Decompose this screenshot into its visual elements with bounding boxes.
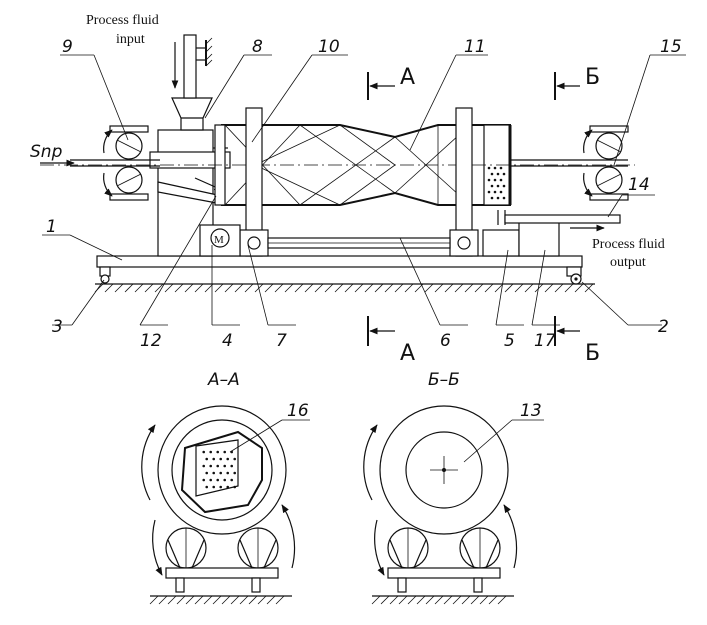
callout-8: 8	[252, 37, 263, 57]
section-cut-b	[554, 72, 580, 346]
ground-hatch	[94, 283, 595, 293]
callout-10: 10	[318, 37, 340, 57]
section-aa-view	[141, 405, 310, 605]
feed-symbol: Snp	[30, 142, 63, 162]
drive-shaft	[267, 237, 451, 249]
callout-3: 3	[52, 317, 63, 337]
fluid-input-label-1: Process fluid	[86, 13, 159, 28]
fluid-output-label-2: output	[610, 255, 646, 270]
callout-16: 16	[287, 401, 309, 421]
callout-6: 6	[440, 331, 451, 351]
callout-14: 14	[628, 175, 650, 195]
output-pipe	[497, 210, 621, 225]
unit-5	[482, 229, 520, 257]
left-roller-pair	[103, 125, 149, 201]
fluid-output-label-1: Process fluid	[592, 237, 665, 252]
base-frame	[96, 255, 583, 268]
callout-5: 5	[504, 331, 515, 351]
section-letter-a-top: A	[400, 65, 415, 90]
callout-1: 1	[46, 217, 57, 237]
svg-text:M: M	[214, 234, 224, 246]
support-roller-right	[566, 266, 582, 285]
section-cut-a	[367, 72, 395, 346]
callout-15: 15	[660, 37, 682, 57]
callout-13: 13	[520, 401, 542, 421]
motor: M	[199, 224, 241, 257]
callout-numbers: 9 8 10 11 15 14 1 3 12 4 7 6 5 17 2	[46, 37, 682, 351]
hopper	[171, 34, 213, 131]
section-letter-a-bottom: A	[400, 341, 415, 366]
drum-supports	[239, 107, 479, 257]
callout-4: 4	[222, 331, 233, 351]
callout-9: 9	[62, 37, 73, 57]
section-bb-view	[363, 405, 544, 605]
unit-17	[518, 221, 560, 257]
callout-12: 12	[140, 331, 162, 351]
right-roller-pair	[583, 125, 629, 201]
section-aa-title: A–A	[207, 370, 240, 390]
callout-7: 7	[276, 331, 287, 351]
callout-2: 2	[658, 317, 669, 337]
section-letter-b-top: Б	[585, 65, 600, 90]
callout-17: 17	[534, 331, 556, 351]
strip-band	[70, 159, 628, 167]
leader-lines	[42, 54, 686, 326]
support-foot-left	[99, 266, 111, 284]
section-letter-b-bottom: Б	[585, 341, 600, 366]
fluid-input-label-2: input	[116, 32, 145, 47]
section-bb-title: Б–Б	[428, 370, 460, 390]
callout-11: 11	[464, 37, 486, 57]
